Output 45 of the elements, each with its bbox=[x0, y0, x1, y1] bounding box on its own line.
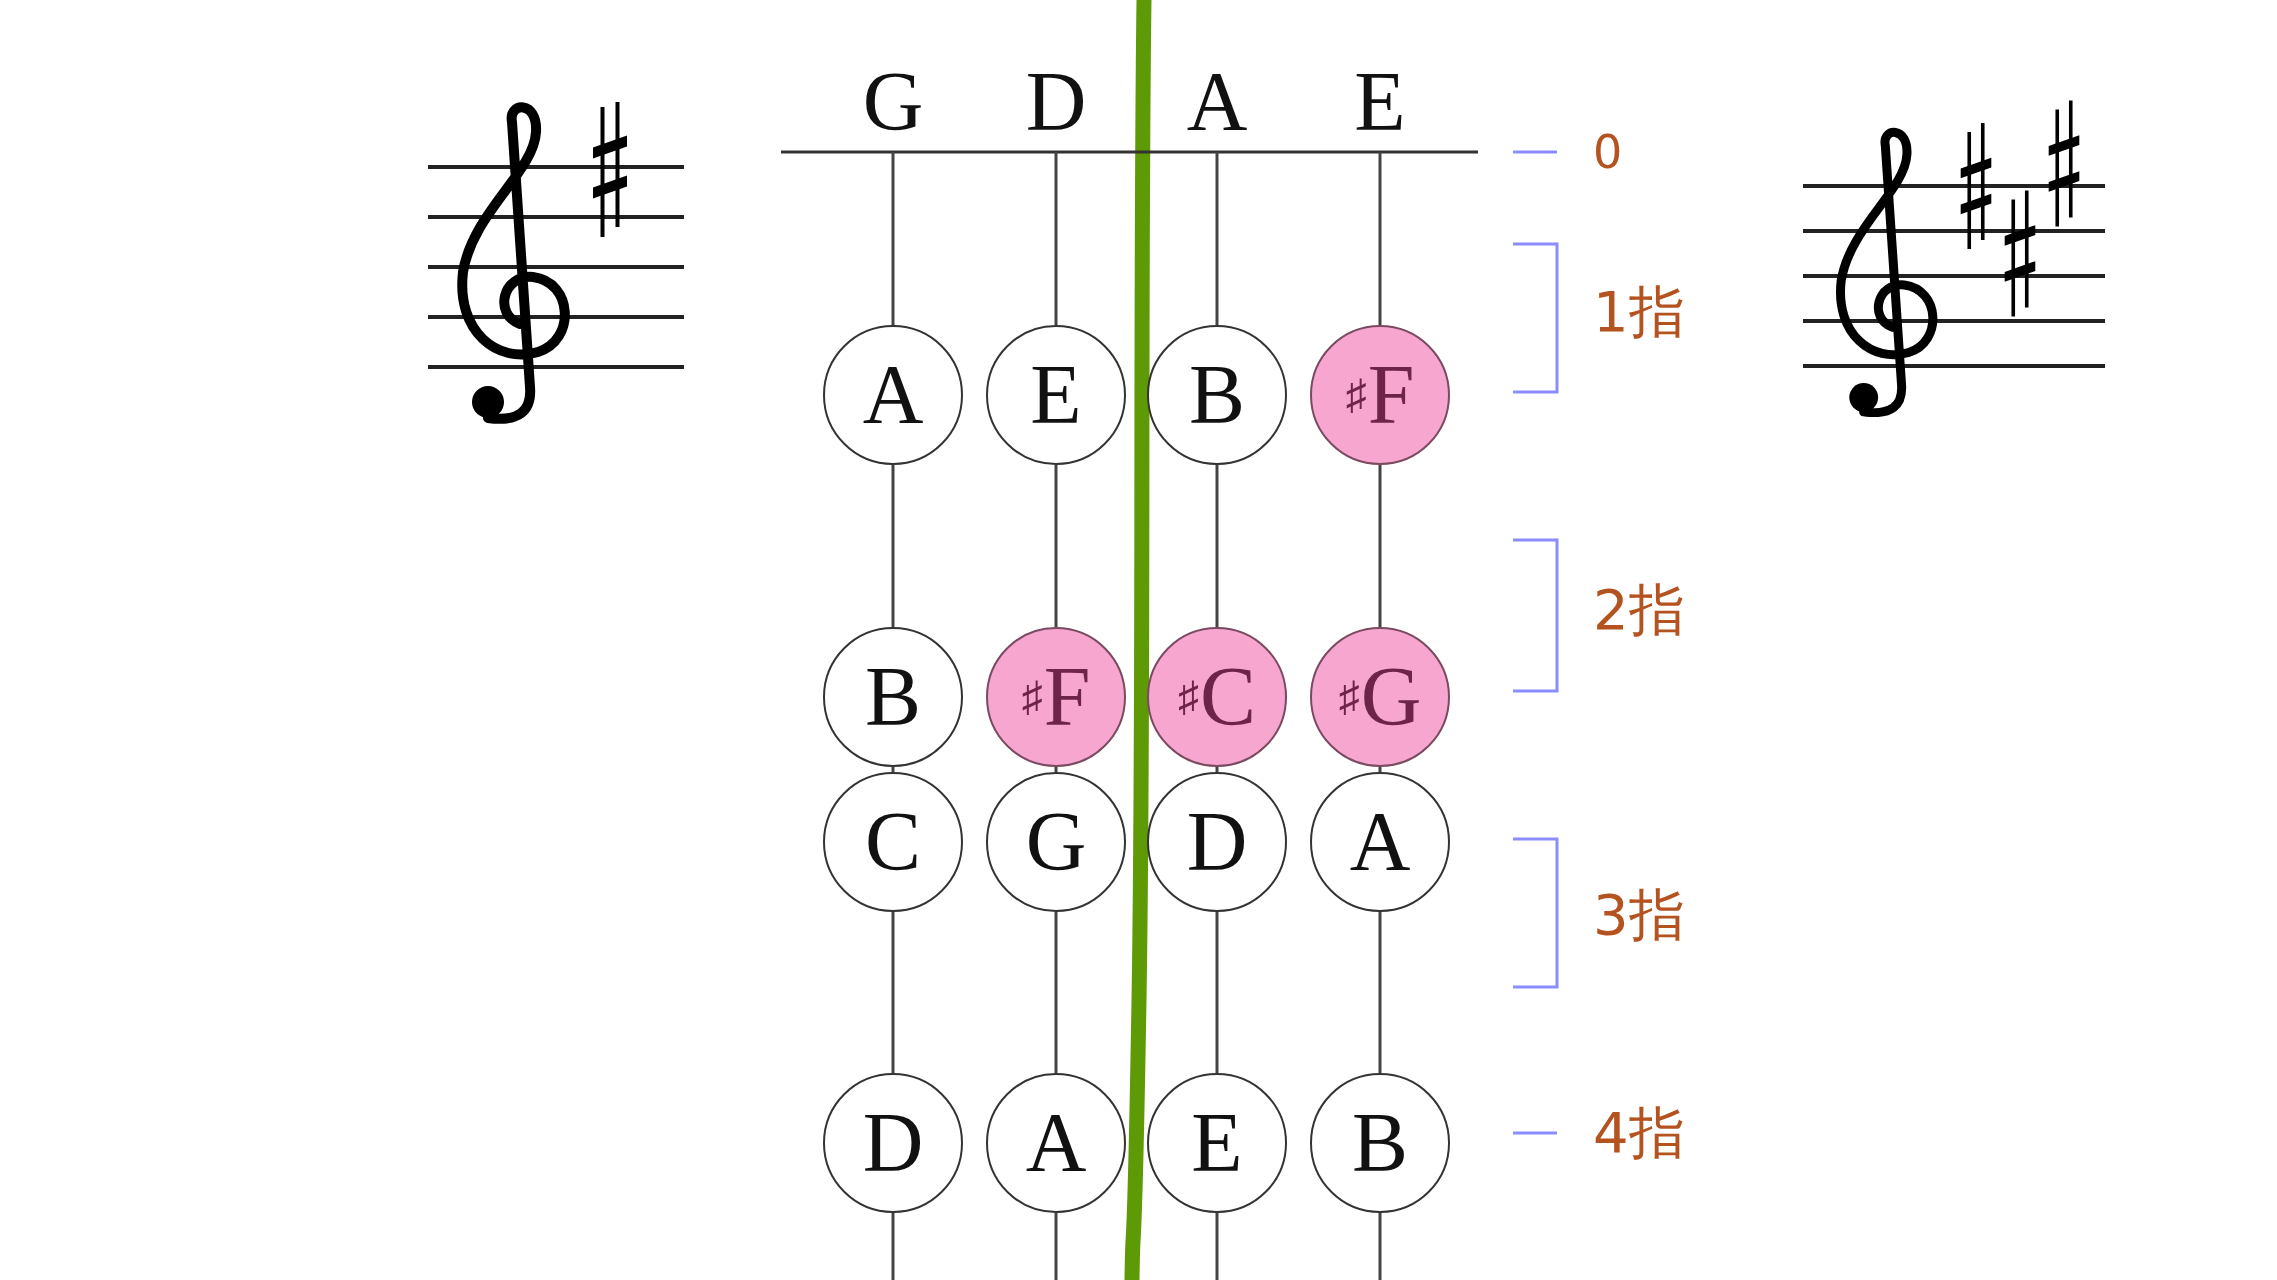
note-circle: $^{♯}$F bbox=[1310, 325, 1450, 465]
string-line bbox=[1378, 152, 1382, 325]
note-circle: D bbox=[823, 1073, 963, 1213]
note-circle: C bbox=[823, 772, 963, 912]
string-line bbox=[891, 767, 895, 772]
note-circle: A bbox=[823, 325, 963, 465]
note-circle: B bbox=[823, 627, 963, 767]
string-name: E bbox=[1354, 60, 1406, 144]
string-line bbox=[1054, 1213, 1058, 1280]
string-line bbox=[891, 152, 895, 325]
string-line bbox=[1054, 152, 1058, 325]
note-circle: G bbox=[986, 772, 1126, 912]
string-line bbox=[1215, 912, 1219, 1073]
string-name: G bbox=[862, 60, 924, 144]
string-line bbox=[1378, 465, 1382, 627]
string-line bbox=[891, 1213, 895, 1280]
string-line bbox=[1378, 912, 1382, 1073]
note-circle: E bbox=[986, 325, 1126, 465]
note-circle: E bbox=[1147, 1073, 1287, 1213]
note-circle: $^{♯}$C bbox=[1147, 627, 1287, 767]
finger-label: 0 bbox=[1593, 129, 1623, 175]
note-circle: D bbox=[1147, 772, 1287, 912]
note-circle: A bbox=[1310, 772, 1450, 912]
string-line bbox=[1378, 1213, 1382, 1280]
string-name: D bbox=[1025, 60, 1087, 144]
finger-label: 1指 bbox=[1593, 284, 1685, 340]
string-line bbox=[891, 465, 895, 627]
string-line bbox=[1054, 767, 1058, 772]
string-line bbox=[1378, 767, 1382, 772]
string-line bbox=[1215, 152, 1219, 325]
string-line bbox=[1215, 767, 1219, 772]
string-line bbox=[1054, 465, 1058, 627]
note-circle: B bbox=[1147, 325, 1287, 465]
string-line bbox=[891, 912, 895, 1073]
note-circle: $^{♯}$F bbox=[986, 627, 1126, 767]
note-circle: B bbox=[1310, 1073, 1450, 1213]
finger-label: 2指 bbox=[1593, 582, 1685, 638]
finger-label: 3指 bbox=[1593, 887, 1685, 943]
note-circle: A bbox=[986, 1073, 1126, 1213]
string-line bbox=[1054, 912, 1058, 1073]
string-name: A bbox=[1186, 60, 1248, 144]
string-line bbox=[1215, 465, 1219, 627]
string-line bbox=[1215, 1213, 1219, 1280]
finger-label: 4指 bbox=[1593, 1105, 1685, 1161]
note-circle: $^{♯}$G bbox=[1310, 627, 1450, 767]
